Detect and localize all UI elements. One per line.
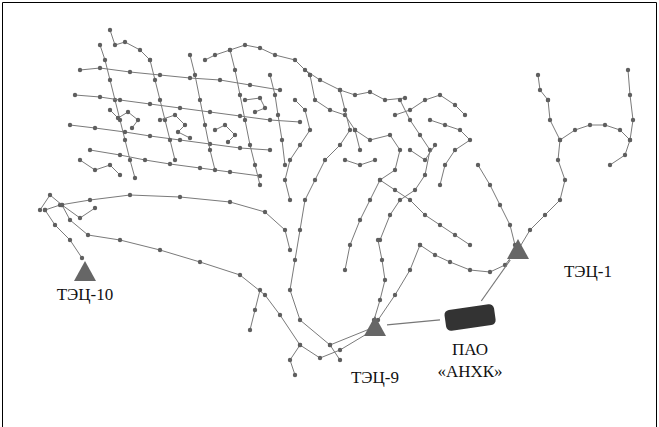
trunk-pipe: [387, 320, 440, 325]
shape-fill: [364, 316, 386, 336]
refinery-block: [440, 301, 500, 333]
trunk-pipe: [481, 260, 510, 301]
plant-label: ТЭЦ-9: [330, 367, 420, 389]
plant-label: ТЭЦ-10: [40, 284, 130, 306]
power-plant: ТЭЦ-9: [330, 313, 420, 391]
plant-triangle: [73, 260, 97, 282]
power-plant: ТЭЦ-10: [40, 258, 130, 308]
plant-label: ПАО «АНХК»: [433, 339, 507, 383]
power-plant: ТЭЦ-1: [505, 237, 630, 285]
shape-fill: [507, 239, 529, 259]
frame: [3, 3, 657, 427]
plant-triangle: [363, 315, 387, 337]
plant-triangle: [506, 238, 530, 260]
shape-fill: [74, 261, 96, 281]
shape-fill: [444, 304, 496, 332]
plant-label: ТЭЦ-1: [549, 261, 627, 283]
refinery: ПАО «АНХК»: [433, 300, 507, 385]
